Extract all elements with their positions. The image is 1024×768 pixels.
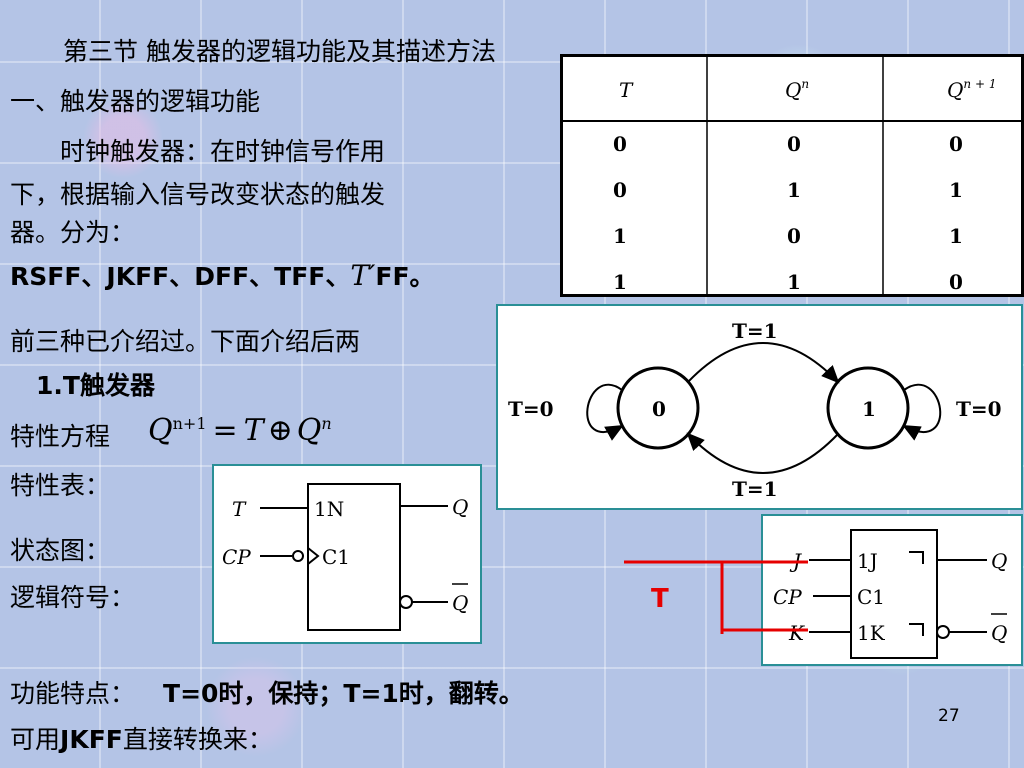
th-qn1-base: Q: [947, 78, 963, 102]
arrow-1-to-0: [686, 432, 839, 474]
truth-table-cell: 1: [949, 178, 963, 202]
state-diagram-panel: 0 1 T=1 T=1 T=0 T=0: [496, 304, 1023, 510]
tff-in-cp: CP: [222, 545, 251, 569]
truth-table-cell: 0: [949, 132, 963, 156]
postponed-qbar-icon: [909, 623, 924, 636]
truth-table-cell: 1: [613, 224, 627, 248]
th-qn-base: Q: [785, 78, 801, 102]
tff-out-qbar: Q: [452, 591, 468, 615]
section-t-ff: 1.T触发器: [36, 371, 155, 400]
jk-line-c: 直接转换来：: [122, 725, 273, 754]
heading-logic-function: 一、触发器的逻辑功能: [10, 87, 261, 116]
tff-box: [307, 483, 401, 631]
th-qn-sup: n: [801, 77, 809, 91]
para-line-3: 器。分为：: [10, 218, 136, 247]
truth-table-cell: 0: [787, 224, 801, 248]
th-qn1: Qn + 1: [947, 77, 996, 102]
feature-line: 功能特点： T=0时，保持；T=1时，翻转。: [10, 678, 524, 709]
feature-text: T=0时，保持；T=1时，翻转。: [163, 679, 524, 708]
self-loop-0: [586, 383, 624, 441]
th-qn1-sup: n + 1: [963, 77, 996, 91]
t-prime-symbol: T′: [350, 259, 376, 292]
label-top-t1: T=1: [732, 319, 778, 343]
eq-t: T: [243, 413, 264, 448]
jk-conversion-line: 可用JKFF直接转换来：: [10, 724, 273, 755]
jk-out-q: Q: [991, 549, 1007, 573]
ff-types-b: FF。: [375, 262, 435, 291]
truth-table-cell: 0: [949, 270, 963, 294]
state-0-label: 0: [652, 397, 666, 421]
feature-label: 功能特点：: [10, 679, 136, 708]
intro-line: 前三种已介绍过。下面介绍后两: [10, 327, 361, 356]
characteristic-equation: Qn+1=T⊕Qn: [148, 412, 332, 450]
truth-table-cell: 1: [613, 270, 627, 294]
tff-in-t: T: [232, 497, 247, 521]
char-table-label: 特性表：: [10, 471, 111, 500]
tff-symbol: T CP 1N C1 Q Q: [222, 483, 468, 631]
state-diagram: 0 1 T=1 T=1 T=0 T=0: [508, 319, 1002, 501]
eq-q2: Q: [296, 413, 322, 448]
tff-symbol-panel: T CP 1N C1 Q Q: [212, 464, 482, 644]
red-t-label: T: [651, 584, 669, 614]
truth-table-cell: 1: [787, 270, 801, 294]
para-line-1: 时钟触发器：在时钟信号作用: [60, 137, 386, 166]
state-1-label: 1: [862, 397, 876, 421]
jk-pin-c1: C1: [857, 585, 885, 609]
ff-types-line: RSFF、JKFF、DFF、TFF、T′FF。: [10, 258, 435, 293]
ff-types-a: RSFF、JKFF、DFF、TFF、: [10, 262, 351, 291]
jk-pin-1j: 1J: [857, 549, 878, 573]
postponed-q-icon: [909, 551, 924, 564]
truth-table-cell: 0: [613, 178, 627, 202]
tff-out-q: Q: [452, 495, 468, 519]
char-eq-label: 特性方程: [10, 422, 111, 451]
self-loop-1: [902, 383, 942, 441]
jkff-symbol: J CP K 1J C1 1K Q Q: [773, 529, 1007, 659]
truth-table-cell: 0: [787, 132, 801, 156]
jk-in-k: K: [788, 621, 805, 645]
jk-pin-1k: 1K: [857, 621, 886, 645]
label-self1: T=0: [956, 397, 1002, 421]
para-line-2: 下，根据输入信号改变状态的触发: [10, 180, 386, 209]
eq-sup: n+1: [172, 414, 207, 433]
jk-out-qbar: Q: [991, 621, 1007, 645]
jk-line-b: JKFF: [60, 725, 123, 754]
logic-symbol-label: 逻辑符号：: [10, 583, 136, 612]
state-0-node: [616, 366, 700, 450]
xor-icon: ⊕: [267, 413, 293, 448]
tff-pin-c1: C1: [322, 545, 350, 569]
eq-q: Q: [148, 413, 173, 448]
th-t: T: [619, 78, 634, 102]
label-bottom-t1: T=1: [732, 477, 778, 501]
truth-table: T Qn Qn + 1 0 0 0 0 1 1 1 0 1 1 1 0: [560, 54, 1024, 297]
truth-table-cell: 0: [613, 132, 627, 156]
label-self0: T=0: [508, 397, 554, 421]
eq-sup2: n: [321, 414, 332, 433]
truth-table-grid: T Qn Qn + 1 0 0 0 0 1 1 1 0 1 1 1 0: [563, 57, 1021, 294]
page-number: 27: [938, 706, 960, 726]
slide-title: 第三节 触发器的逻辑功能及其描述方法: [63, 37, 496, 66]
truth-table-cell: 1: [949, 224, 963, 248]
tff-pin-1n: 1N: [314, 497, 344, 521]
jk-line-a: 可用: [10, 725, 61, 754]
jk-in-cp: CP: [773, 585, 802, 609]
red-wiring: [624, 560, 808, 634]
truth-table-cell: 1: [787, 178, 801, 202]
arrow-0-to-1: [687, 342, 840, 384]
eq-equals: =: [212, 413, 238, 448]
state-diagram-label: 状态图：: [10, 536, 111, 565]
jkff-symbol-panel: J CP K 1J C1 1K Q Q: [761, 514, 1023, 666]
state-1-node: [826, 366, 910, 450]
th-qn: Qn: [785, 77, 809, 102]
